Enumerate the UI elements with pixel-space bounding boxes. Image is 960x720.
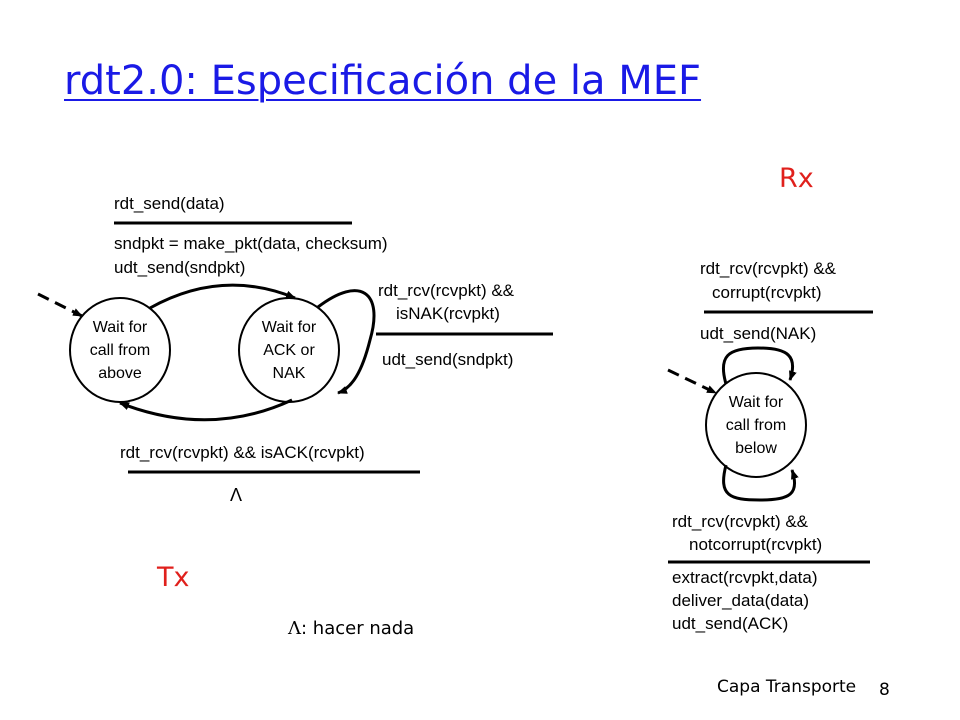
state-wait-below	[705, 372, 807, 478]
state-wait-below-label: Wait for call from below	[725, 394, 787, 457]
state-wait-above-label: Wait for call from above	[89, 319, 151, 382]
lambda-meaning: : hacer nada	[301, 618, 415, 639]
state-wait-ack-label: Wait for ACK or NAK	[261, 319, 317, 382]
lambda-symbol: Λ	[288, 618, 301, 639]
slide-title: rdt2.0: Especificación de la MEF	[64, 58, 702, 104]
transition-ack-arc	[119, 398, 293, 422]
transition-notcorrupt-loop	[722, 464, 799, 502]
nak-action-label: udt_send(sndpkt)	[382, 350, 514, 369]
ack-action-lambda: Λ	[230, 485, 243, 505]
nak-event-label-2: isNAK(rcvpkt)	[396, 304, 500, 323]
rx-label: Rx	[779, 163, 814, 194]
notcorrupt-event-label-1: rdt_rcv(rcvpkt) &&	[672, 512, 809, 531]
transition-nak-loop	[317, 289, 376, 395]
footer-text: Capa Transporte	[717, 677, 857, 697]
transition-corrupt-loop	[721, 346, 797, 385]
page-number: 8	[879, 680, 890, 700]
corrupt-action-label: udt_send(NAK)	[700, 324, 817, 343]
corrupt-event-label-1: rdt_rcv(rcvpkt) &&	[700, 259, 837, 278]
sender-initial-arrow	[37, 292, 83, 318]
send-action-make-pkt: sndpkt = make_pkt(data, checksum)	[114, 234, 388, 253]
send-event-label: rdt_send(data)	[114, 194, 225, 213]
receiver-initial-arrow	[667, 368, 717, 395]
notcorrupt-action-send-ack: udt_send(ACK)	[672, 614, 789, 633]
lambda-legend: Λ: hacer nada	[288, 618, 414, 639]
notcorrupt-event-label-2: notcorrupt(rcvpkt)	[689, 535, 823, 554]
nak-event-label-1: rdt_rcv(rcvpkt) &&	[378, 281, 515, 300]
notcorrupt-action-extract: extract(rcvpkt,data)	[672, 568, 818, 587]
notcorrupt-action-deliver: deliver_data(data)	[672, 591, 810, 610]
transition-send-arc	[149, 283, 296, 310]
send-action-udt-send: udt_send(sndpkt)	[114, 258, 246, 277]
tx-label: Tx	[157, 562, 190, 593]
ack-event-label: rdt_rcv(rcvpkt) && isACK(rcvpkt)	[120, 443, 365, 462]
corrupt-event-label-2: corrupt(rcvpkt)	[712, 283, 822, 302]
state-wait-above	[69, 297, 171, 403]
